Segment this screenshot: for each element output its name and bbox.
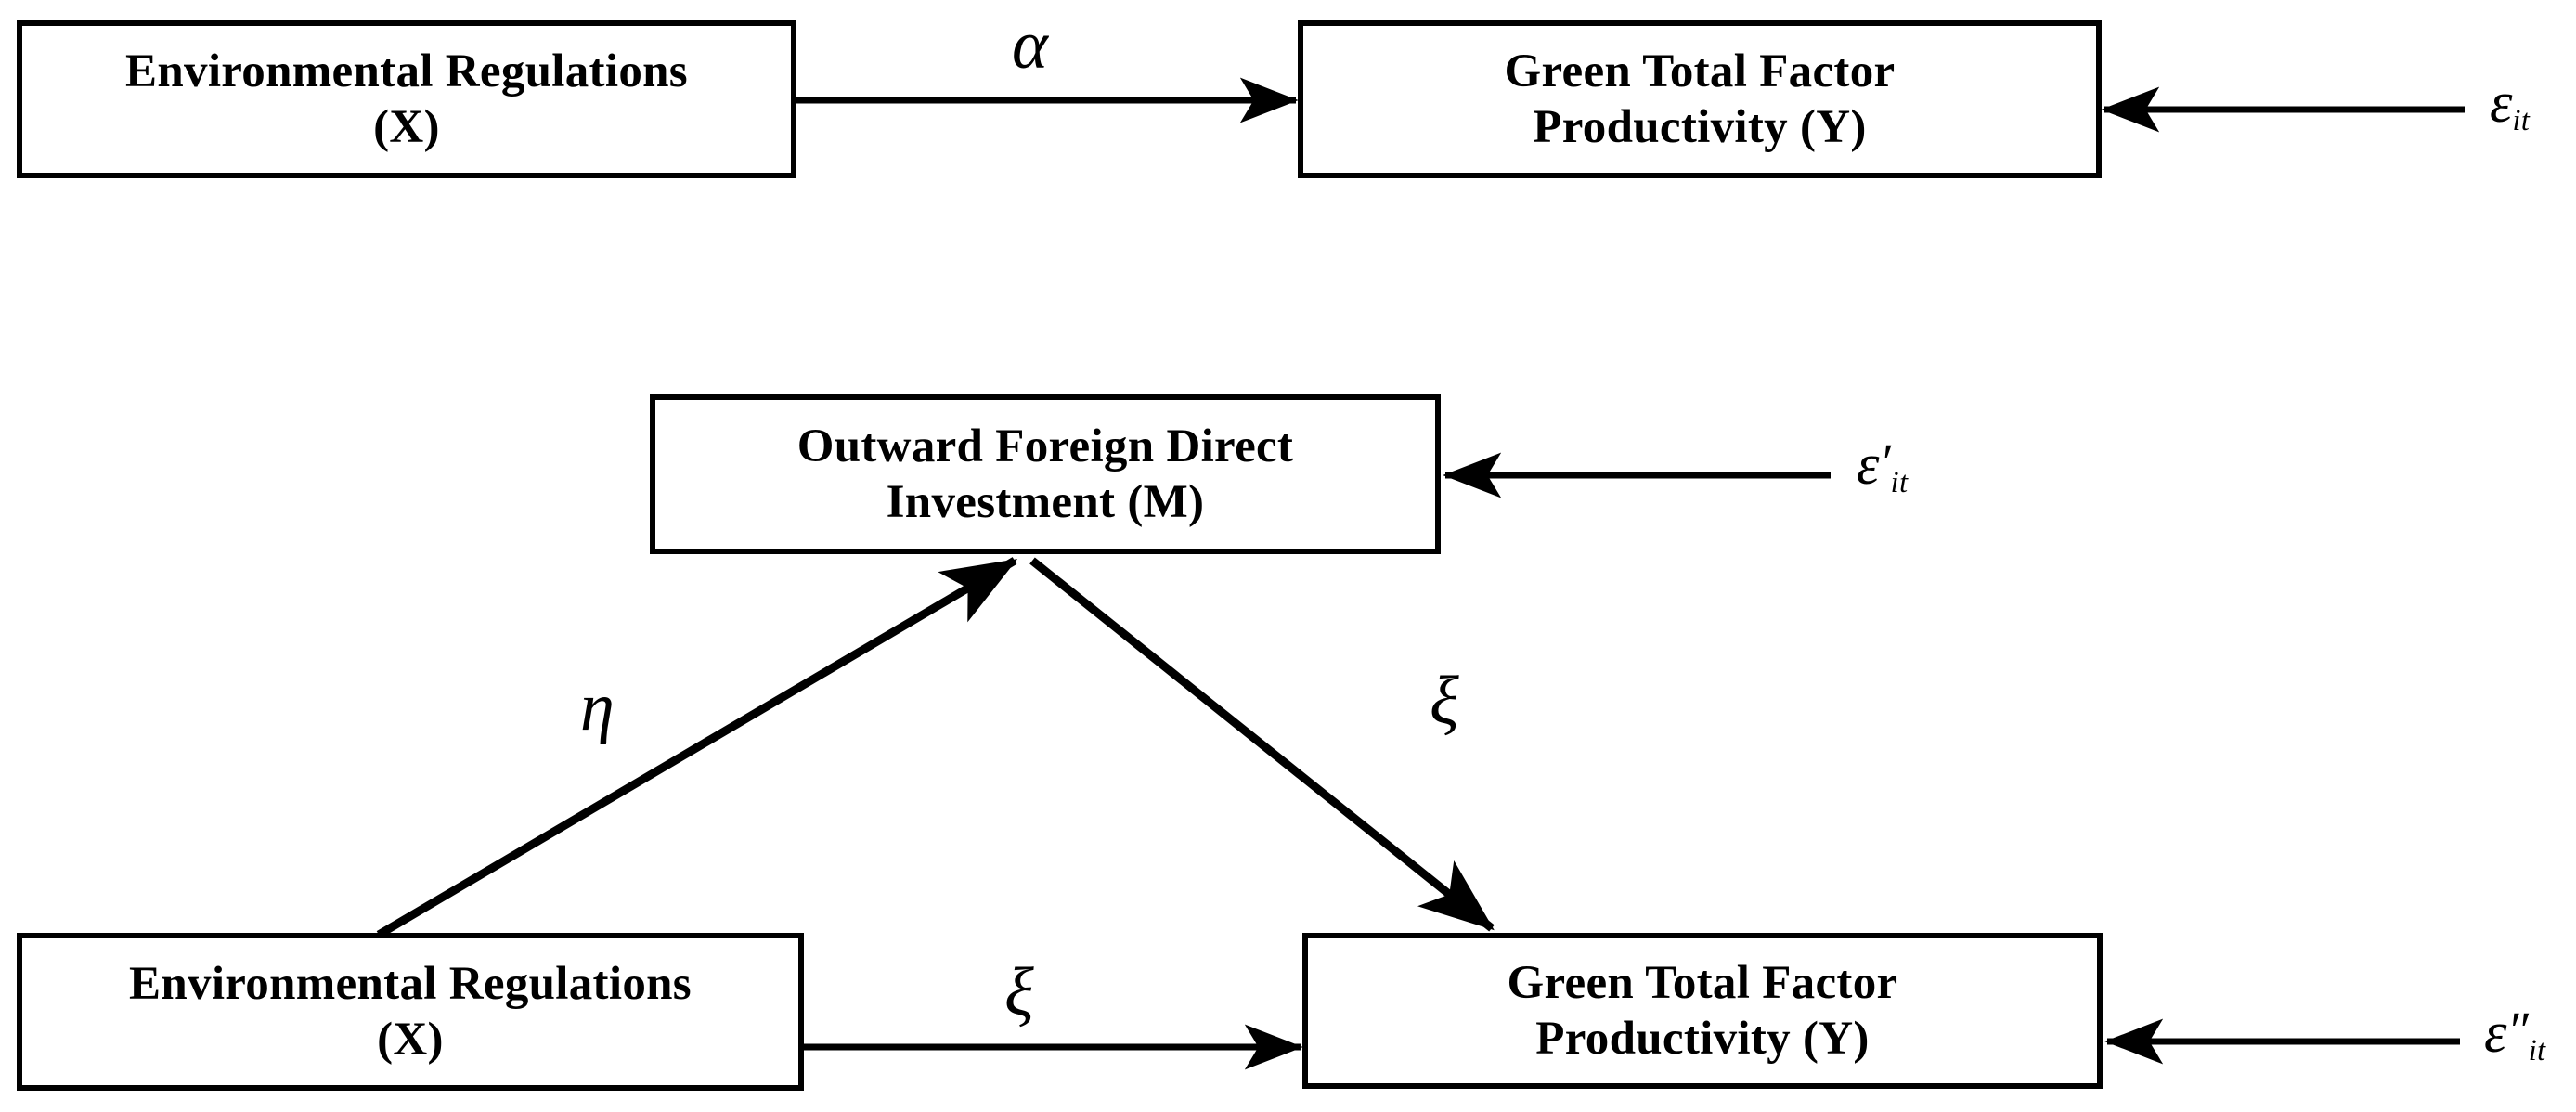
epsilon-prime-marks: ′ xyxy=(1879,433,1891,492)
node-outward-foreign-direct-investment[interactable]: Outward Foreign Direct Investment (M) xyxy=(650,394,1441,554)
edge-bottom-x-to-mediator xyxy=(376,557,1018,938)
node-mediator-line1: Outward Foreign Direct xyxy=(796,420,1294,472)
error-term-top-y: εit xyxy=(2490,74,2530,135)
node-top-x-line1: Environmental Regulations xyxy=(125,45,688,97)
edge-label-alpha: α xyxy=(1012,7,1048,84)
node-bottom-y-line2: Productivity (Y) xyxy=(1535,1013,1870,1065)
error-term-mediator: ε′it xyxy=(1857,436,1909,497)
epsilon-prime-marks: ″ xyxy=(2506,1002,2529,1060)
epsilon-symbol: ε xyxy=(1857,433,1880,497)
node-bottom-x-line2: (X) xyxy=(377,1014,444,1066)
error-term-bottom-y: ε″it xyxy=(2484,1004,2546,1065)
epsilon-symbol: ε xyxy=(2484,1002,2507,1065)
epsilon-subscript: it xyxy=(1890,465,1909,499)
node-top-y-line2: Productivity (Y) xyxy=(1533,101,1867,153)
node-bottom-green-total-factor-productivity[interactable]: Green Total Factor Productivity (Y) xyxy=(1302,933,2103,1089)
node-mediator-line2: Investment (M) xyxy=(886,476,1205,528)
edge-label-xi-x-to-y: ξ xyxy=(1004,954,1034,1030)
node-bottom-y-line1: Green Total Factor xyxy=(1507,956,1898,1009)
node-bottom-x-line1: Environmental Regulations xyxy=(129,957,692,1010)
edge-label-eta: η xyxy=(580,669,615,745)
node-bottom-environmental-regulations[interactable]: Environmental Regulations (X) xyxy=(17,933,804,1091)
edge-mediator-to-bottom-y xyxy=(1029,557,1495,932)
epsilon-subscript: it xyxy=(2512,103,2531,137)
node-top-environmental-regulations[interactable]: Environmental Regulations (X) xyxy=(17,20,796,178)
epsilon-subscript: it xyxy=(2528,1033,2546,1067)
epsilon-symbol: ε xyxy=(2490,71,2513,135)
node-top-y-line1: Green Total Factor xyxy=(1504,45,1896,97)
node-top-x-line2: (X) xyxy=(373,101,440,153)
edge-label-xi-mediator-to-y: ξ xyxy=(1430,663,1459,739)
node-top-green-total-factor-productivity[interactable]: Green Total Factor Productivity (Y) xyxy=(1298,20,2102,178)
